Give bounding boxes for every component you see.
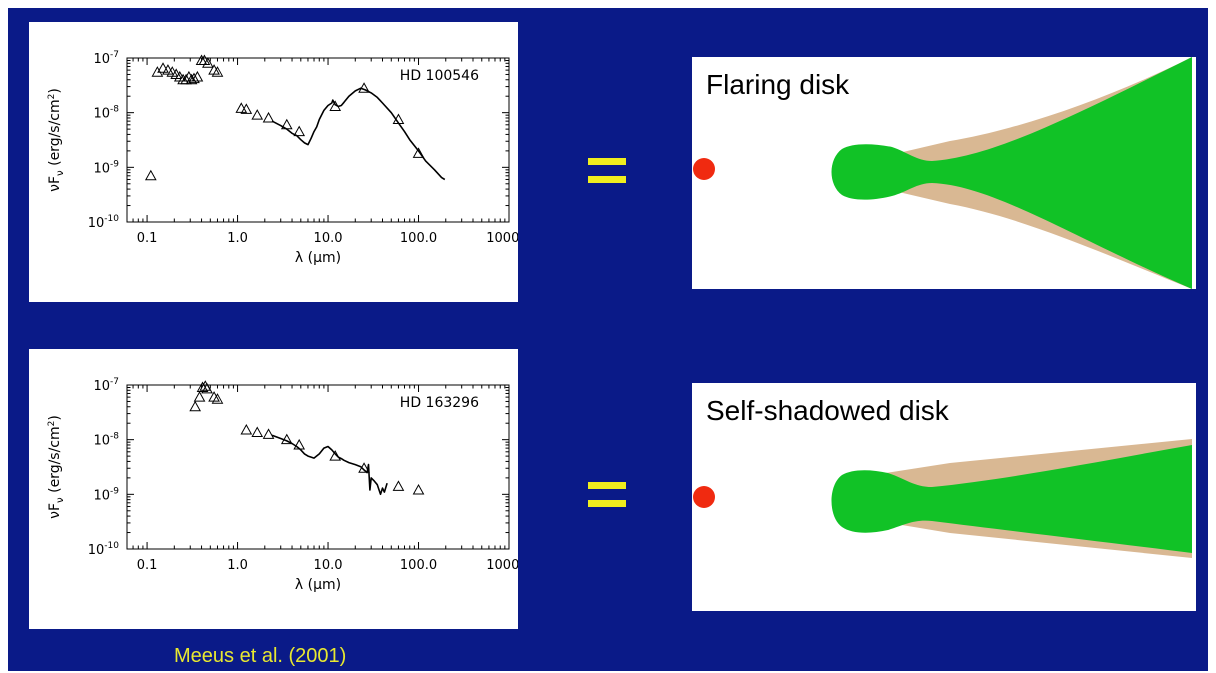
photometry-point xyxy=(191,70,204,82)
photometry-point xyxy=(151,66,164,77)
photometry-point xyxy=(201,382,213,394)
photometry-point xyxy=(183,70,195,82)
photometry-point xyxy=(211,66,224,77)
spectrum-line xyxy=(271,87,446,181)
flaring-disk-panel: Flaring disk xyxy=(692,57,1196,289)
x-axis-label: λ (μm) xyxy=(295,577,341,593)
x-axis-label: λ (μm) xyxy=(295,250,341,266)
y-tick-label: 10-10 xyxy=(88,214,120,231)
x-tick-label: 1.0 xyxy=(227,558,248,573)
y-axis-label: νFν (erg/s/cm2) xyxy=(47,415,66,519)
spectrum-line xyxy=(271,434,388,496)
sed-plot-hd163296: 0.1 1.0 10.0 100.0 1000.0 10-7 10-8 10-9 10-10 λ … xyxy=(29,349,518,629)
x-tick-label: 100.0 xyxy=(400,558,437,573)
plot-frame xyxy=(126,384,510,550)
flaring-disk-green-layer xyxy=(831,57,1192,289)
self-shadowed-disk-drawing xyxy=(693,439,1192,558)
x-tick-label: 1.0 xyxy=(227,231,248,246)
central-star-2 xyxy=(693,486,715,508)
sed-plot-hd100546: 0.1 1.0 10.0 100.0 1000.0 10-7 10-8 10-9 10-10 λ … xyxy=(29,22,518,302)
y-tick-label: 10-7 xyxy=(93,50,119,67)
photometry-point xyxy=(157,62,169,73)
photometry-point xyxy=(188,72,200,84)
central-star xyxy=(693,158,715,180)
y-tick-label: 10-8 xyxy=(93,432,119,449)
photometry-point xyxy=(144,169,157,181)
photometry-point xyxy=(412,483,425,495)
photometry-point xyxy=(262,428,275,439)
photometry-point xyxy=(251,109,264,120)
photometry-point xyxy=(166,66,179,77)
flaring-disk-drawing xyxy=(693,57,1192,289)
photometry-point xyxy=(235,102,248,113)
photometry-point xyxy=(202,57,214,68)
photometry-point xyxy=(189,400,202,412)
x-tick-label: 10.0 xyxy=(314,558,343,573)
photometry-point xyxy=(240,103,253,114)
photometry-point xyxy=(392,480,405,491)
photometry-point xyxy=(262,111,275,123)
y-tick-label: 10-8 xyxy=(93,105,119,122)
sed-plot-svg-2: 0.1 1.0 10.0 100.0 1000.0 10-7 10-8 10-9 10-10 λ … xyxy=(47,377,518,593)
self-shadowed-disk-title: Self-shadowed disk xyxy=(706,395,949,426)
y-axis-label: νFν (erg/s/cm2) xyxy=(47,88,66,192)
y-tick-label: 10-10 xyxy=(88,541,120,558)
y-tick-label: 10-9 xyxy=(93,486,119,503)
sed-plot-svg-1: 0.1 1.0 10.0 100.0 1000.0 10-7 10-8 10-9 10-10 λ … xyxy=(47,50,518,266)
photometry-point xyxy=(293,125,306,137)
x-tick-label: 1000.0 xyxy=(486,231,518,246)
self-shadowed-disk-panel: Self-shadowed disk xyxy=(692,383,1196,611)
citation-caption: Meeus et al. (2001) xyxy=(174,645,347,667)
x-tick-label: 100.0 xyxy=(400,231,437,246)
x-tick-label: 10.0 xyxy=(314,231,343,246)
photometry-point xyxy=(193,391,206,402)
x-tick-label: 0.1 xyxy=(137,558,158,573)
x-tick-label: 1000.0 xyxy=(486,558,518,573)
photometry-point xyxy=(240,424,253,435)
star-name-label: HD 100546 xyxy=(400,68,479,84)
y-tick-label: 10-7 xyxy=(93,377,119,394)
photometry-point xyxy=(211,393,224,404)
photometry-point xyxy=(329,450,342,461)
equals-sign-top xyxy=(588,158,626,186)
flaring-disk-title: Flaring disk xyxy=(706,69,850,100)
x-tick-label: 0.1 xyxy=(137,231,158,246)
plot-frame xyxy=(126,57,510,223)
star-name-label: HD 163296 xyxy=(400,395,479,411)
photometry-point xyxy=(185,73,198,85)
y-tick-label: 10-9 xyxy=(93,159,119,176)
self-shadowed-disk-green-layer xyxy=(831,445,1192,553)
photometry-point xyxy=(412,147,425,158)
equals-sign-bottom xyxy=(588,482,626,510)
photometry-point xyxy=(251,426,264,438)
